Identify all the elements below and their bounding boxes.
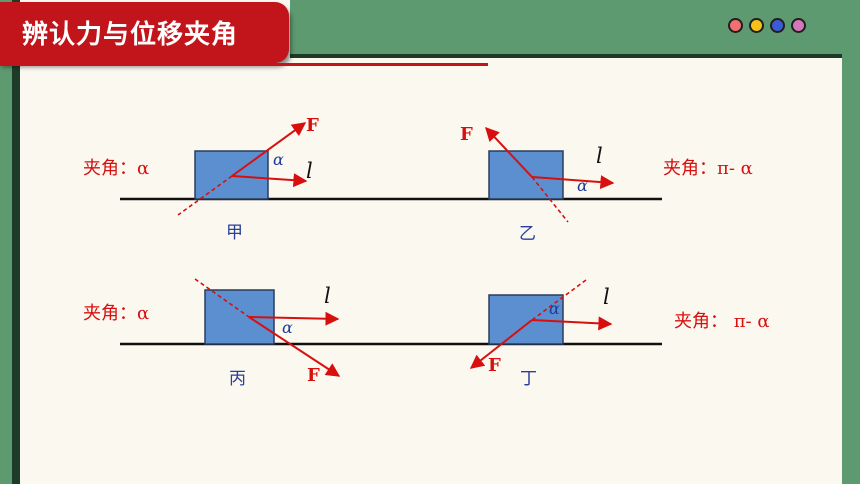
- decorative-dots: [728, 18, 806, 33]
- case-ding: F l α 夹角： π- α 丁: [450, 279, 770, 389]
- title-underline: [0, 63, 488, 66]
- displacement-label-jia: l: [306, 159, 313, 183]
- title-banner: 辨认力与位移夹角: [0, 2, 289, 63]
- displacement-label-yi: l: [596, 144, 603, 168]
- force-label-bing: F: [307, 365, 320, 386]
- displacement-arrow-jia: [231, 173, 308, 188]
- angle-label-bing: 夹角：α: [83, 303, 149, 324]
- block-ding: [488, 294, 564, 345]
- displacement-arrow-yi: [531, 175, 615, 190]
- case-bing: F l α 夹角：α 丙: [83, 278, 450, 389]
- dot-pink-icon: [791, 18, 806, 33]
- right-border-strip: [842, 0, 860, 484]
- caption-bing: 丙: [229, 369, 246, 389]
- force-label-yi: F: [460, 124, 473, 145]
- alpha-label-yi: α: [577, 176, 588, 195]
- displacement-label-bing: l: [324, 284, 331, 308]
- alpha-label-ding: α: [549, 299, 560, 318]
- dot-blue-icon: [770, 18, 785, 33]
- force-arrow-bing: [248, 316, 341, 377]
- angle-label-yi: 夹角：π- α: [663, 158, 753, 179]
- angle-label-ding: 夹角： π- α: [674, 311, 770, 332]
- block-yi: [488, 150, 564, 200]
- caption-ding: 丁: [520, 369, 537, 389]
- dot-yellow-icon: [749, 18, 764, 33]
- alpha-label-jia: α: [273, 150, 284, 169]
- force-label-ding: F: [488, 355, 501, 376]
- slide-canvas: [20, 0, 842, 484]
- force-arrow-ding: [469, 319, 533, 369]
- displacement-label-ding: l: [603, 285, 610, 309]
- page-title: 辨认力与位移夹角: [22, 20, 239, 50]
- caption-jia: 甲: [226, 223, 243, 243]
- force-extension-ding: [531, 279, 587, 321]
- force-extension-yi: [531, 176, 569, 223]
- displacement-arrow-bing: [248, 311, 340, 326]
- case-jia: F l α 夹角：α 甲: [83, 115, 450, 243]
- force-arrow-yi: [485, 126, 533, 178]
- dot-red-icon: [728, 18, 743, 33]
- alpha-label-bing: α: [282, 318, 293, 337]
- case-yi: F l α 夹角：π- α 乙: [450, 124, 753, 244]
- angle-label-jia: 夹角：α: [83, 158, 149, 179]
- caption-yi: 乙: [519, 224, 536, 244]
- displacement-arrow-ding: [531, 316, 613, 331]
- force-label-jia: F: [306, 115, 319, 136]
- force-arrow-jia: [231, 122, 307, 177]
